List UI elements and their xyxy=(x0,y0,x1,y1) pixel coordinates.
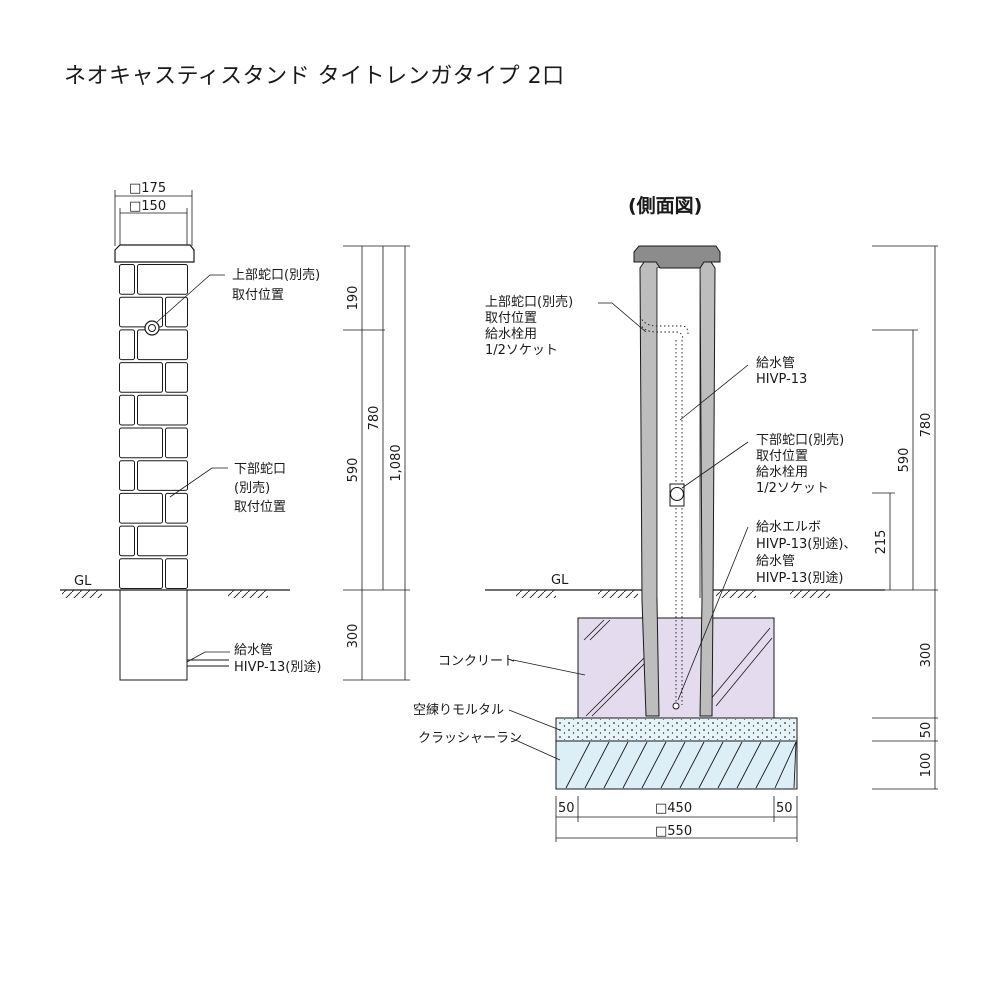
front-gl-label: GL xyxy=(74,574,92,589)
brick xyxy=(137,329,188,361)
front-dim-780: 780 xyxy=(367,406,382,431)
hatch-line xyxy=(641,741,667,789)
side-pipe-spec: HIVP-13 xyxy=(756,372,807,387)
side-upper-faucet-label: 上部蛇口(別売) xyxy=(485,294,573,310)
hatch-line xyxy=(622,741,648,789)
side-elbow-pipe-spec: HIVP-13(別途) xyxy=(756,570,843,586)
front-upper-faucet-position: 取付位置 xyxy=(232,288,284,303)
hatch-line xyxy=(660,741,686,789)
front-width-outer: □175 xyxy=(129,181,166,196)
front-buried-post xyxy=(119,589,188,681)
front-dim-190: 190 xyxy=(346,286,361,311)
brick xyxy=(165,492,188,524)
concrete-label: コンクリート xyxy=(438,654,516,669)
hatch-line xyxy=(565,741,591,789)
front-dim-300: 300 xyxy=(346,624,361,649)
front-lower-faucet-label: 下部蛇口 xyxy=(234,462,286,477)
brick xyxy=(165,558,188,589)
side-gl-label: GL xyxy=(551,573,569,588)
hatch-line xyxy=(679,741,705,789)
hatch-line xyxy=(717,741,743,789)
side-vertical-dimensions: 215 590 780 300 50 100 xyxy=(872,245,938,790)
side-dim-550: □550 xyxy=(655,824,692,839)
hatch-line xyxy=(755,741,781,789)
side-dim-100: 100 xyxy=(919,753,934,778)
crusher-run-label: クラッシャーラン xyxy=(418,731,522,746)
side-lower-socket-use: 給水栓用 xyxy=(756,465,808,480)
front-dim-1080: 1,080 xyxy=(389,444,404,481)
hatch-line xyxy=(793,741,797,789)
side-upper-socket-use: 給水栓用 xyxy=(485,327,537,342)
side-view: (側面図) xyxy=(413,195,938,842)
side-lower-faucet-position: 取付位置 xyxy=(756,449,808,464)
side-horizontal-dimensions: 50 □450 50 □550 xyxy=(555,796,798,842)
crusher-run-hatch xyxy=(565,741,797,789)
front-upper-faucet-marker xyxy=(144,320,160,336)
front-view: □175 □150 GL 上部蛇口(別売) 取付位置 下部蛇口 (別売) 取付位… xyxy=(60,181,410,681)
brick xyxy=(119,394,135,426)
brick xyxy=(137,460,188,491)
brick xyxy=(119,296,163,328)
side-post-inner xyxy=(657,268,700,598)
brick xyxy=(137,525,188,557)
side-view-heading: (側面図) xyxy=(628,195,702,217)
brick xyxy=(137,394,188,426)
lower-faucet-marker xyxy=(669,486,685,502)
front-lower-faucet-position: 取付位置 xyxy=(234,500,286,515)
front-vertical-dimensions: 190 590 780 1,080 300 xyxy=(343,245,410,681)
side-dim-50-left: 50 xyxy=(558,801,575,816)
page-title: ネオキャスティスタンド タイトレンガタイプ 2口 xyxy=(64,64,565,89)
brick xyxy=(137,264,188,295)
brick xyxy=(165,296,188,328)
side-cap xyxy=(633,245,721,269)
front-lower-faucet-note: (別売) xyxy=(234,480,270,496)
side-dim-50: 50 xyxy=(919,722,934,739)
front-upper-faucet-label: 上部蛇口(別売) xyxy=(232,267,320,283)
front-upper-faucet-inner xyxy=(148,324,156,332)
brick xyxy=(119,525,135,557)
side-upper-faucet-position: 取付位置 xyxy=(485,311,537,326)
front-width-inner: □150 xyxy=(129,199,166,214)
hatch-line xyxy=(698,741,724,789)
hatch-line xyxy=(584,741,610,789)
brick xyxy=(119,362,163,393)
crusher-run-layer xyxy=(555,740,798,790)
side-dim-780: 780 xyxy=(919,413,934,438)
front-dim-590: 590 xyxy=(346,458,361,483)
side-elbow-pipe: 給水管 xyxy=(756,554,795,569)
brick xyxy=(119,460,135,491)
side-dim-590: 590 xyxy=(897,448,912,473)
side-dim-215: 215 xyxy=(874,530,889,555)
brick xyxy=(165,362,188,393)
side-elbow-label: 給水エルボ xyxy=(756,520,821,535)
elbow-marker xyxy=(672,702,680,710)
side-lower-socket-size: 1/2ソケット xyxy=(756,481,829,496)
side-dim-50-right: 50 xyxy=(776,801,793,816)
side-dim-300: 300 xyxy=(919,643,934,668)
side-elbow-spec: HIVP-13(別途)、 xyxy=(756,536,856,552)
side-pipe-label: 給水管 xyxy=(756,356,795,371)
brick xyxy=(119,492,163,524)
hatch-line xyxy=(774,741,797,789)
side-lower-faucet-label: 下部蛇口(別売) xyxy=(756,432,844,448)
brick xyxy=(165,427,188,459)
brick xyxy=(119,558,163,589)
side-upper-socket-size: 1/2ソケット xyxy=(485,343,558,358)
mortar-label: 空練りモルタル xyxy=(413,703,504,718)
front-pipe-spec: HIVP-13(別途) xyxy=(234,659,321,675)
front-brick-wall xyxy=(119,264,188,589)
side-dim-450: □450 xyxy=(655,801,692,816)
brick xyxy=(119,264,135,295)
hatch-line xyxy=(603,741,629,789)
front-width-dimensions: □175 □150 xyxy=(114,181,193,252)
hatch-line xyxy=(736,741,762,789)
front-cap xyxy=(114,244,195,263)
brick xyxy=(119,329,135,361)
front-pipe-label: 給水管 xyxy=(234,643,273,658)
brick xyxy=(119,427,163,459)
